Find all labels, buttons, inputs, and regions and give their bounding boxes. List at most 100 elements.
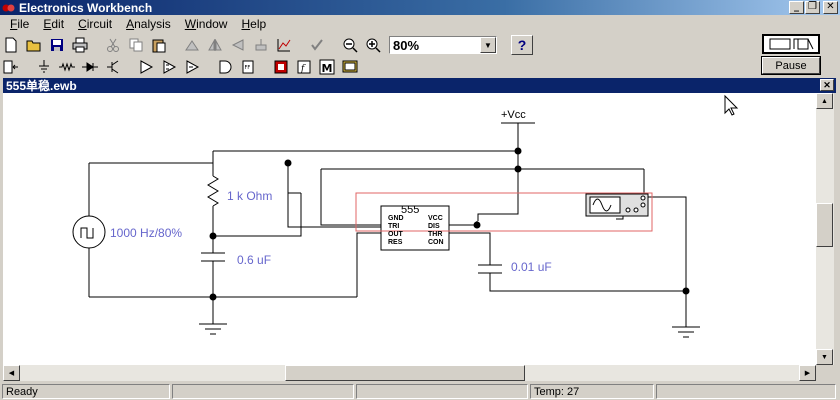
menu-file[interactable]: File	[10, 17, 30, 31]
basic-bin-button[interactable]	[56, 57, 78, 77]
circuit-canvas[interactable]: +Vcc 1 k Ohm 1000 Hz/80% 0.6 uF 0.01 uF …	[3, 93, 816, 365]
paste-button[interactable]	[148, 35, 170, 55]
new-file-button[interactable]	[0, 35, 22, 55]
instrument-icon	[342, 60, 358, 73]
zoom-select[interactable]: 80% ▼	[389, 36, 497, 54]
help-button[interactable]: ?	[511, 35, 533, 55]
menu-edit[interactable]: Edit	[43, 17, 65, 31]
zoom-in-button[interactable]	[362, 35, 384, 55]
document-title: 555单稳.ewb	[6, 79, 77, 93]
junction-dot	[209, 293, 217, 301]
zoom-out-button[interactable]	[339, 35, 361, 55]
new-file-icon	[5, 37, 17, 53]
checkmark-pen-icon	[311, 39, 323, 51]
control-icon: f	[297, 60, 311, 74]
window-title: Electronics Workbench	[19, 0, 153, 15]
save-button[interactable]	[46, 35, 68, 55]
scroll-left-button[interactable]: ◀	[3, 365, 20, 381]
resistor[interactable]	[207, 175, 219, 207]
status-text: Ready	[2, 384, 170, 399]
diodes-bin-button[interactable]	[79, 57, 101, 77]
graph-icon	[277, 39, 291, 52]
component-properties-button[interactable]	[250, 35, 272, 55]
menu-window[interactable]: Window	[184, 17, 228, 31]
vertical-scrollbar[interactable]: ▲ ▼	[816, 93, 834, 365]
instruments-bin-button[interactable]	[339, 57, 361, 77]
rotate-button[interactable]	[181, 35, 203, 55]
resistor-label: 1 k Ohm	[227, 189, 273, 203]
chip-pin-label: VCC	[428, 215, 443, 222]
junction-dot	[209, 232, 217, 240]
source-label: 1000 Hz/80%	[110, 226, 183, 240]
chip-pin-label: CON	[428, 239, 444, 246]
vertical-scroll-thumb[interactable]	[816, 203, 833, 247]
digital-ic-icon	[186, 60, 200, 74]
capacitor-2[interactable]	[478, 264, 502, 274]
capacitor-2-label: 0.01 uF	[511, 260, 552, 274]
digital-bin-button[interactable]: FF	[237, 57, 259, 77]
and-gate-icon	[219, 60, 232, 74]
flip-horizontal-button[interactable]	[204, 35, 226, 55]
status-bar: Ready Temp: 27	[0, 384, 840, 400]
pause-button[interactable]: Pause	[761, 56, 821, 75]
misc-bin-button[interactable]: M	[316, 57, 338, 77]
ground-1	[199, 323, 227, 335]
minimize-button[interactable]: _	[789, 1, 804, 14]
indicators-bin-button[interactable]	[270, 57, 292, 77]
title-bar: Electronics Workbench _ ❐ ✕	[0, 0, 840, 15]
maximize-button[interactable]: ❐	[805, 1, 820, 14]
chevron-down-icon[interactable]: ▼	[480, 37, 496, 53]
ground-2	[672, 326, 700, 338]
digital-ics-bin-button[interactable]	[181, 57, 203, 77]
print-button[interactable]	[69, 35, 91, 55]
diode-icon	[82, 62, 98, 72]
chip-555[interactable]	[380, 205, 450, 251]
flip-vertical-button[interactable]	[227, 35, 249, 55]
zoom-in-icon	[366, 38, 381, 53]
menu-analysis[interactable]: Analysis	[126, 17, 171, 31]
copy-button[interactable]	[125, 35, 147, 55]
logic-gates-bin-button[interactable]	[214, 57, 236, 77]
zoom-value: 80%	[393, 37, 420, 53]
create-subcircuit-button[interactable]	[273, 35, 295, 55]
svg-text:M: M	[322, 62, 333, 75]
favorites-bin-button[interactable]	[0, 57, 22, 77]
copy-icon	[129, 38, 143, 52]
power-switch[interactable]	[762, 34, 820, 54]
description-button[interactable]	[306, 35, 328, 55]
scroll-right-button[interactable]: ▶	[799, 365, 816, 381]
oscilloscope[interactable]	[585, 193, 649, 217]
analog-ics-bin-button[interactable]	[135, 57, 157, 77]
menu-circuit[interactable]: Circuit	[78, 17, 113, 31]
transistors-bin-button[interactable]	[102, 57, 124, 77]
status-temperature: Temp: 27	[530, 384, 654, 399]
transistor-icon	[107, 60, 119, 74]
chip-pin-label: RES	[388, 239, 403, 246]
vcc-label: +Vcc	[501, 109, 526, 121]
chip-pin-label: OUT	[388, 231, 403, 238]
status-panel	[356, 384, 528, 399]
ac-source[interactable]	[72, 215, 106, 249]
clipboard-icon	[152, 39, 166, 53]
scroll-down-button[interactable]: ▼	[816, 349, 833, 365]
controls-bin-button[interactable]: f	[293, 57, 315, 77]
junction-dot	[473, 221, 481, 229]
sources-bin-button[interactable]	[33, 57, 55, 77]
document-close-button[interactable]: ✕	[820, 79, 834, 91]
selection-box	[355, 192, 653, 232]
save-icon	[51, 39, 63, 51]
circuit-schematic	[72, 94, 739, 338]
horizontal-scrollbar[interactable]: ◀ ▶	[3, 365, 816, 381]
junction-dot	[284, 159, 292, 167]
scroll-up-button[interactable]: ▲	[816, 93, 833, 109]
menu-help[interactable]: Help	[241, 17, 267, 31]
capacitor-1[interactable]	[201, 252, 225, 262]
power-switch-icon	[769, 38, 814, 50]
cut-button[interactable]	[102, 35, 124, 55]
close-button[interactable]: ✕	[823, 1, 838, 14]
mixed-ics-bin-button[interactable]	[158, 57, 180, 77]
horizontal-scroll-thumb[interactable]	[285, 365, 525, 381]
open-file-button[interactable]	[23, 35, 45, 55]
component-properties-icon	[255, 39, 267, 51]
main-toolbar: 80% ▼ ?	[0, 34, 760, 56]
